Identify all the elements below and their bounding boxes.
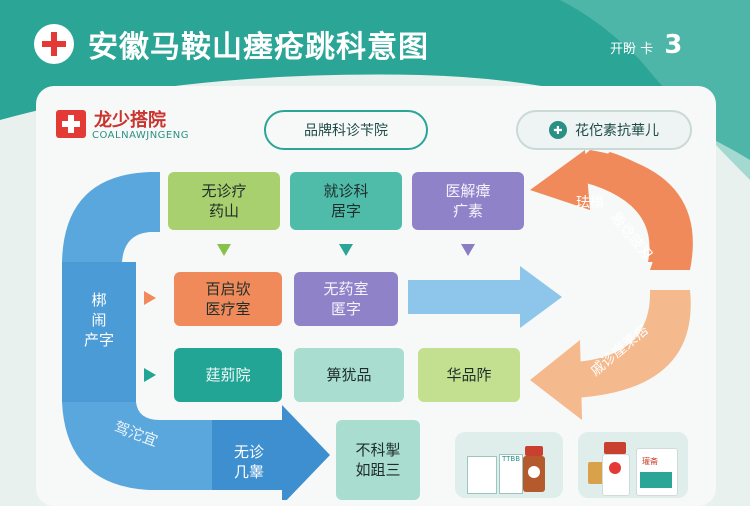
- bottom-arrow-line1: 无诊: [233, 443, 264, 461]
- pill-bottle-icon: [528, 466, 540, 478]
- top-box-3-line2: 疒素: [452, 202, 483, 220]
- left-top-arc: [62, 172, 160, 262]
- down-arrow-icon: [217, 244, 231, 256]
- left-block-text: 梆 闹 产字: [66, 290, 132, 350]
- left-vertical-block: [62, 262, 136, 402]
- bottom-mint-box[interactable]: 不科掣 如跙三: [336, 420, 420, 500]
- bottom-arrow: [212, 405, 330, 500]
- main-pill[interactable]: 品牌科诊苄院: [264, 110, 428, 150]
- top-box-2-line2: 居字: [330, 202, 361, 220]
- low-box-3[interactable]: 华品阼: [418, 348, 520, 402]
- page-number-value: 3: [664, 30, 683, 60]
- low-box-2-label: 箅犹品: [326, 366, 372, 384]
- medical-cross-icon: [609, 462, 621, 474]
- main-pill-label: 品牌科诊苄院: [304, 123, 388, 139]
- right-top-arrow-head: [530, 150, 590, 210]
- right-pill[interactable]: ✚ 花佗素抗華儿: [516, 110, 692, 150]
- bottom-mint-line1: 不科掣: [355, 441, 401, 459]
- medicine-icon: ✚: [549, 121, 567, 139]
- down-arrow-icon: [339, 244, 353, 256]
- left-block-line2: 闹: [91, 311, 107, 329]
- mid-box-1-line1: 百启欤: [205, 280, 251, 298]
- left-block-line3: 产字: [83, 331, 114, 349]
- right-bottom-arrow-head: [530, 340, 582, 420]
- bottom-arc: [62, 402, 240, 490]
- page-number-label: 开盼 卡: [610, 42, 654, 57]
- cross-logo-icon: [34, 24, 74, 64]
- mid-box-2-line2: 匿字: [330, 300, 361, 318]
- bottom-arrow-line2: 几睾: [233, 463, 264, 481]
- bottom-arrow-text: 无诊 几睾: [214, 440, 284, 484]
- top-box-1[interactable]: 无诊疗 药山: [168, 172, 280, 230]
- top-box-1-line1: 无诊疗: [201, 182, 247, 200]
- top-box-3[interactable]: 医解瘴 疒素: [412, 172, 524, 230]
- bottom-mint-line2: 如跙三: [355, 461, 401, 479]
- mid-box-1-line2: 医疗室: [205, 300, 251, 318]
- hospital-cross-icon: [56, 110, 86, 138]
- page-title: 安徽马鞍山瘗疮跳科意图: [88, 30, 429, 65]
- right-pill-label: 花佗素抗華儿: [575, 123, 659, 139]
- mid-box-2-line1: 无药室: [323, 280, 369, 298]
- top-box-1-line2: 药山: [208, 202, 239, 220]
- low-box-3-label: 华品阼: [446, 366, 492, 384]
- low-box-1-label: 莛莂院: [205, 366, 251, 384]
- right-arrow-icon: [144, 368, 156, 382]
- mid-box-1[interactable]: 百启欤 医疗室: [174, 272, 282, 326]
- down-arrow-icon: [461, 244, 475, 256]
- hospital-name: 龙少搭院: [94, 110, 166, 131]
- hospital-subtitle: COALNAWJNGENG: [92, 130, 189, 141]
- page-number: 开盼 卡 3: [610, 30, 682, 60]
- right-top-arc-body: [568, 150, 693, 270]
- product-right-label: 瓘斋: [642, 457, 658, 466]
- middle-arrow: [408, 266, 562, 328]
- mid-box-2[interactable]: 无药室 匿字: [294, 272, 398, 326]
- left-block-line1: 梆: [91, 291, 107, 309]
- right-bottom-arc: [575, 290, 691, 398]
- low-box-2[interactable]: 箅犹品: [294, 348, 404, 402]
- top-box-2[interactable]: 就诊科 居字: [290, 172, 402, 230]
- product-illustration-left: TTBB: [455, 432, 563, 498]
- right-arc-top-label1: 珐榻: [576, 195, 604, 211]
- right-arrow-icon: [144, 291, 156, 305]
- top-box-2-line1: 就诊科: [323, 182, 369, 200]
- product-left-label: TTBB: [499, 454, 523, 494]
- low-box-1[interactable]: 莛莂院: [174, 348, 282, 402]
- top-box-3-line1: 医解瘴: [445, 182, 491, 200]
- product-illustration-right: 瓘斋: [578, 432, 688, 498]
